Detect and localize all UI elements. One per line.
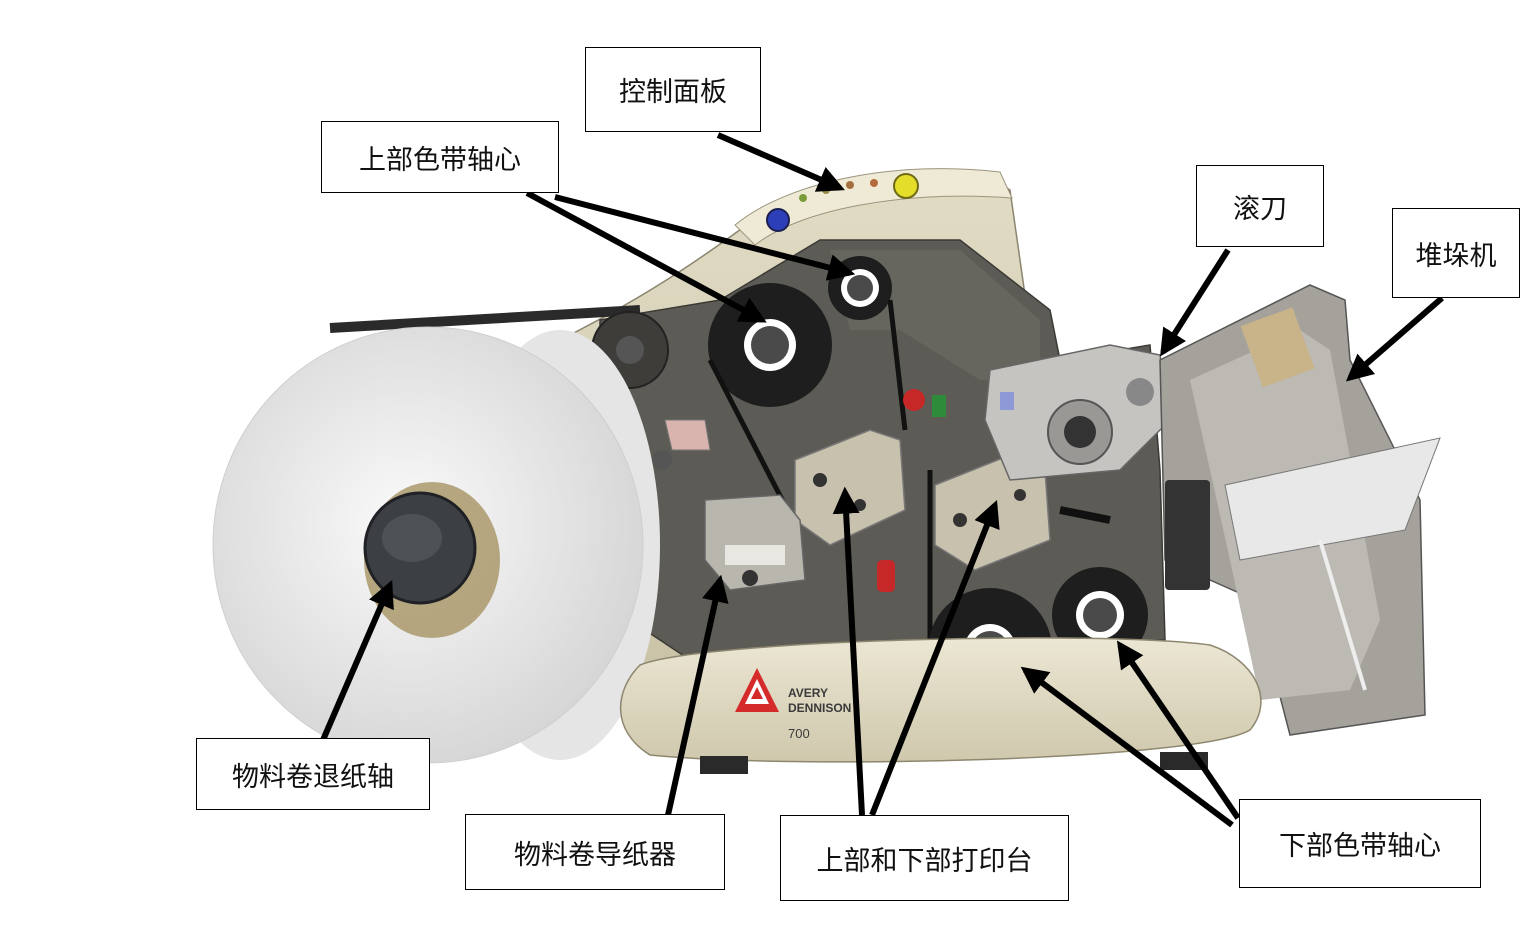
button-yellow — [893, 173, 919, 199]
indicator-2 — [822, 186, 830, 194]
indicator-4 — [870, 179, 878, 187]
brand-line2: DENNISON — [788, 701, 851, 715]
stacker-tray — [1224, 437, 1441, 561]
indicator-1 — [799, 194, 807, 202]
label-unwind-spindle: 物料卷退纸轴 — [196, 738, 430, 810]
brand-logo — [735, 668, 779, 712]
label-lower-ribbon-core: 下部色带轴心 — [1239, 799, 1481, 888]
label-stacker: 堆垛机 — [1392, 208, 1520, 298]
label-upper-ribbon-core: 上部色带轴心 — [321, 121, 559, 193]
printer-base — [619, 637, 1262, 763]
material-guide-plate — [704, 494, 806, 591]
label-print-platens: 上部和下部打印台 — [780, 815, 1069, 901]
model-number: 700 — [788, 726, 810, 741]
button-blue — [766, 208, 790, 232]
label-control-panel: 控制面板 — [585, 47, 761, 132]
label-cutter: 滚刀 — [1196, 165, 1324, 247]
brand-line1: AVERY — [788, 686, 828, 700]
indicator-3 — [846, 181, 854, 189]
label-material-guide: 物料卷导纸器 — [465, 814, 725, 890]
